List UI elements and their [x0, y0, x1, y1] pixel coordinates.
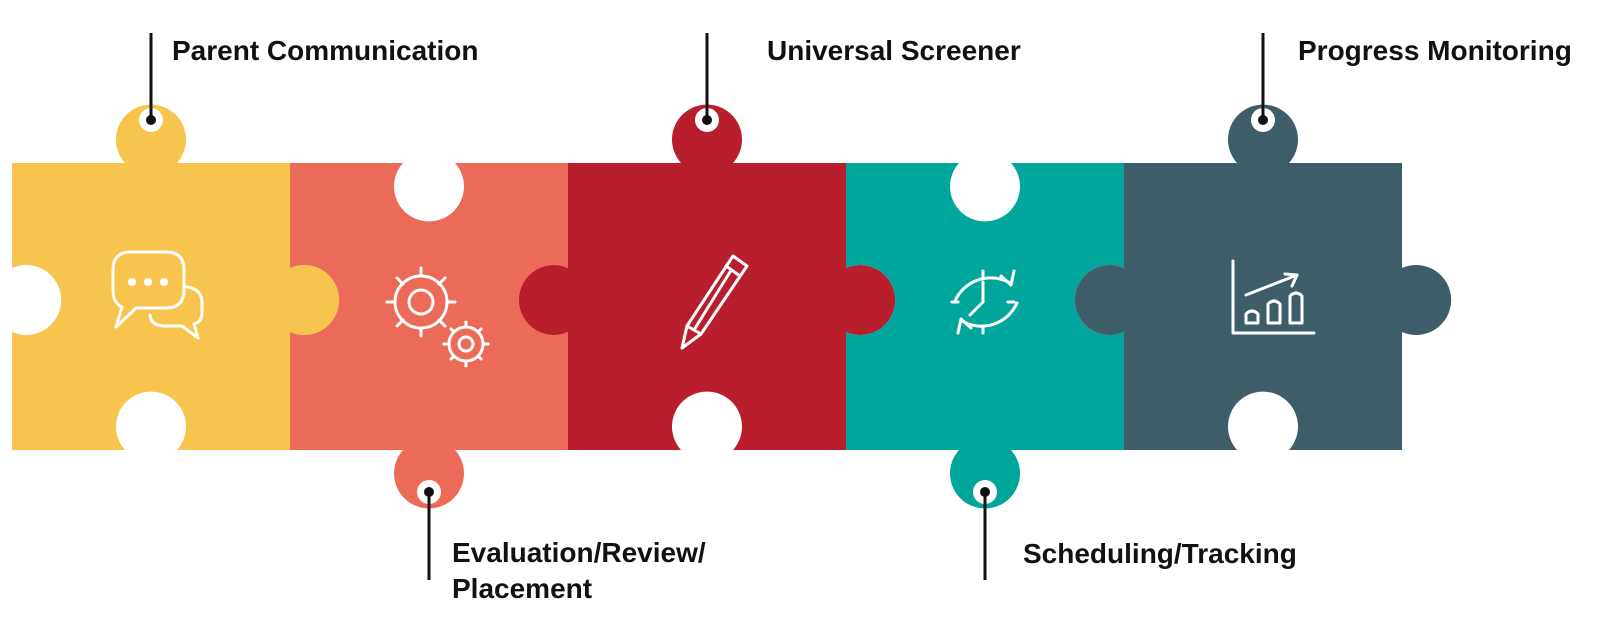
piece-label: Universal Screener: [767, 35, 1021, 66]
connector-dot: [1258, 115, 1268, 125]
piece-label: Placement: [452, 573, 592, 604]
puzzle-piece-shape: [518, 104, 896, 450]
puzzle-piece-parent-communication: Parent Communication: [12, 33, 478, 450]
piece-label: Scheduling/Tracking: [1023, 538, 1297, 569]
puzzle-piece-progress-monitoring: Progress Monitoring: [1074, 33, 1572, 450]
puzzle-piece-shape: [1074, 104, 1452, 450]
piece-label: Evaluation/Review/: [452, 537, 706, 568]
connector-dot: [702, 115, 712, 125]
pencil-icon: [680, 254, 749, 350]
chat-bubbles-icon: [111, 250, 204, 340]
puzzle-piece-universal-screener: Universal Screener: [518, 33, 1021, 450]
piece-label: Progress Monitoring: [1298, 35, 1572, 66]
bar-chart-trend-icon: [1231, 259, 1316, 335]
puzzle-piece-evaluation-review-placement: Evaluation/Review/ Placement: [290, 163, 706, 604]
puzzle-piece-shape: [846, 163, 1124, 509]
connector-dot: [424, 487, 434, 497]
connector-dot: [146, 115, 156, 125]
puzzle-piece-shape: [290, 163, 568, 509]
piece-label: Parent Communication: [172, 35, 478, 66]
puzzle-piece-shape: [12, 104, 340, 450]
puzzle-piece-scheduling-tracking: Scheduling/Tracking: [846, 163, 1297, 580]
gears-icon: [385, 266, 490, 368]
clock-refresh-icon: [950, 269, 1019, 335]
connector-dot: [980, 487, 990, 497]
